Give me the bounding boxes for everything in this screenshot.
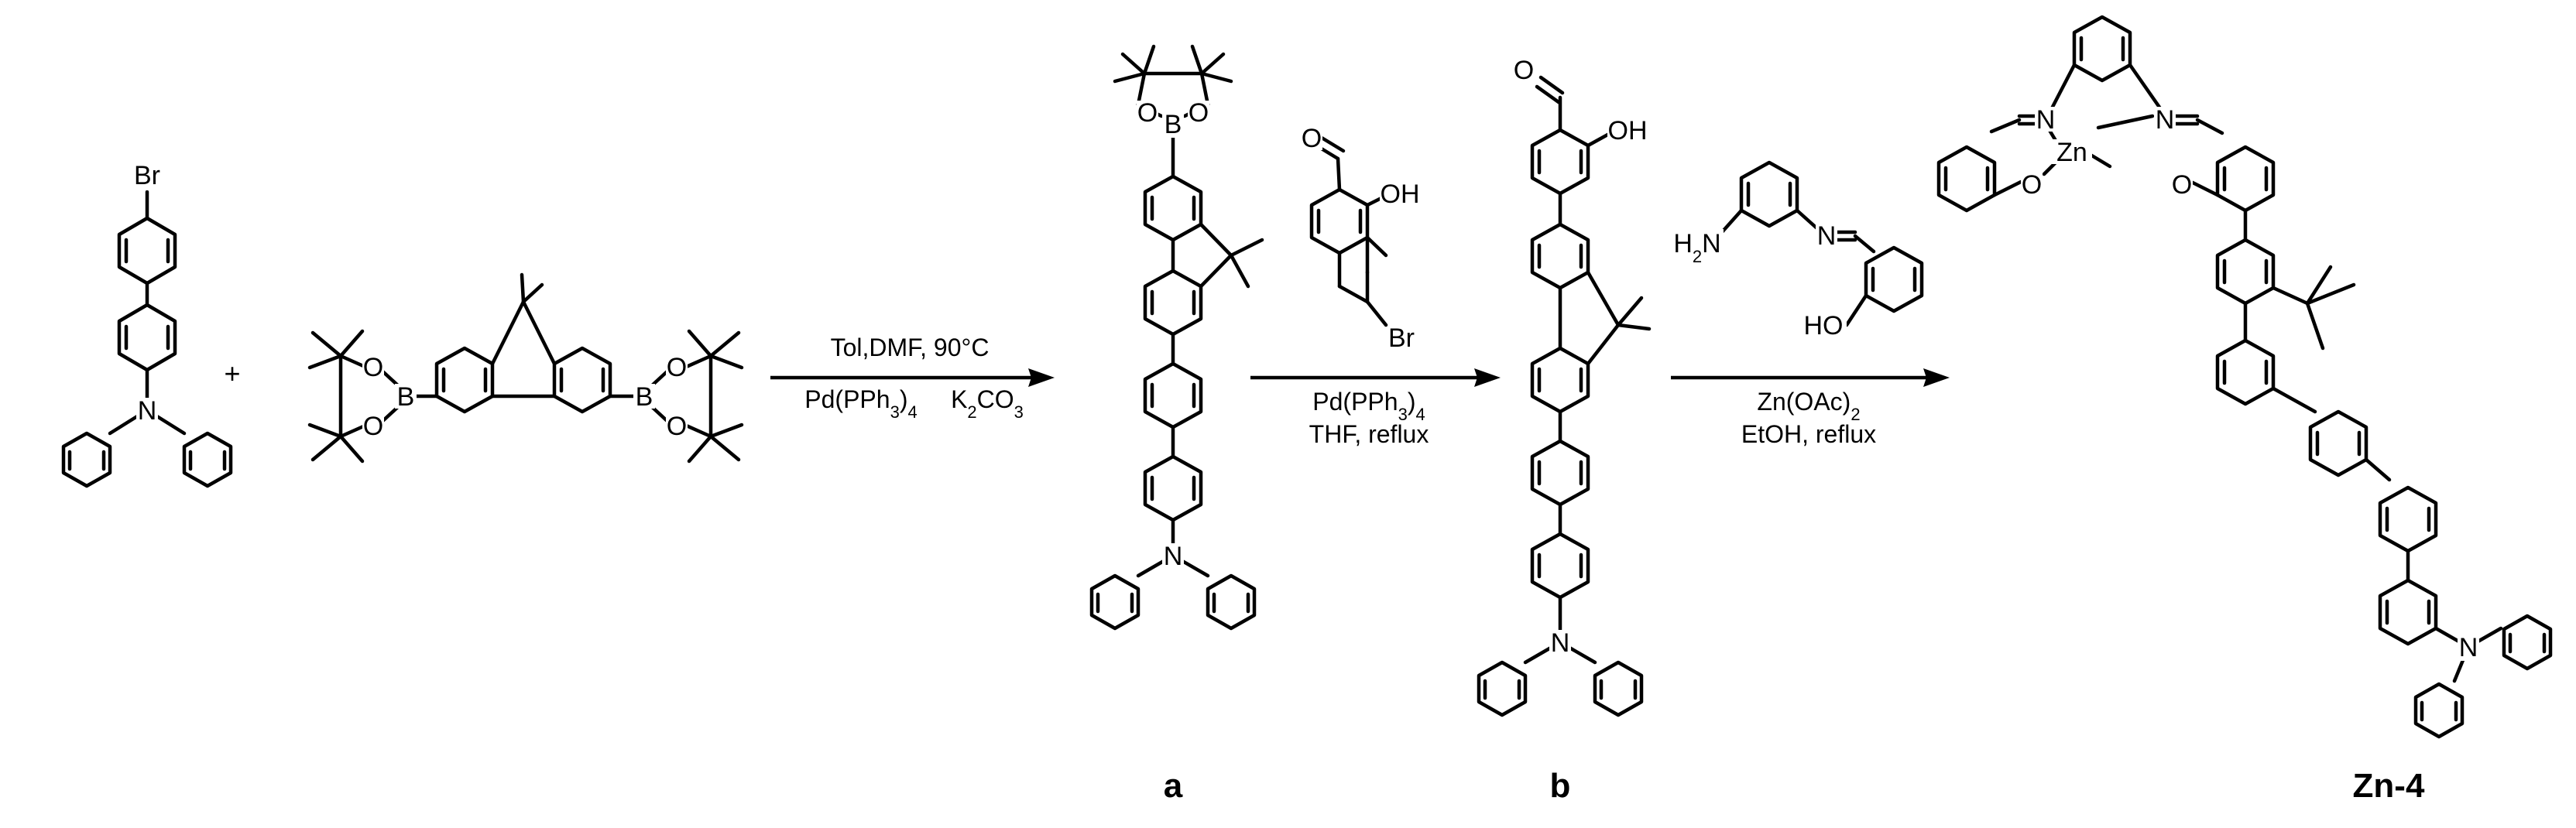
atom-b: B: [1165, 110, 1182, 139]
reactant-fluorene-diboronate: B O O B O O: [307, 272, 744, 464]
compound-a: B O O N: [1089, 44, 1264, 631]
atom-oh: OH: [1608, 116, 1648, 145]
atom-o: O: [2172, 170, 2192, 200]
atom-o: O: [1137, 98, 1158, 128]
reaction-arrow-3: Zn(OAc)2 EtOH, reflux: [1671, 368, 1950, 448]
condition-solvent: EtOH, reflux: [1741, 420, 1876, 448]
atom-n: N: [1817, 221, 1837, 251]
atom-zn: Zn: [2056, 138, 2087, 167]
compound-zn4: N N Zn O O N: [1936, 15, 2553, 739]
condition-catalyst: Pd(PPh3)4: [804, 385, 917, 422]
atom-o: O: [1189, 98, 1209, 128]
compound-label-zn4: Zn-4: [2353, 767, 2425, 805]
compound-b: O OH N: [1477, 56, 1652, 717]
atom-n: N: [2036, 105, 2056, 135]
condition-zinc-salt: Zn(OAc)2: [1757, 388, 1860, 424]
condition-solvent-temperature: Tol,DMF, 90°C: [831, 334, 990, 361]
atom-n: N: [2459, 633, 2478, 662]
atom-ho: HO: [1804, 311, 1844, 340]
atom-n: N: [2156, 105, 2175, 135]
atom-h2n: H2N: [1673, 229, 1720, 266]
atom-o: O: [363, 353, 383, 382]
atom-o: O: [1514, 56, 1534, 85]
atom-n: N: [138, 396, 157, 426]
reaction-arrow-1: Tol,DMF, 90°C Pd(PPh3)4 K2CO3: [770, 334, 1055, 422]
compound-label-a: a: [1164, 767, 1183, 805]
atom-n: N: [1164, 542, 1183, 571]
atom-n: N: [1551, 628, 1570, 658]
atom-b: B: [636, 382, 653, 412]
atom-br: Br: [1388, 323, 1415, 353]
atom-oh: OH: [1381, 180, 1420, 209]
atom-o: O: [667, 412, 687, 441]
reagent-half-salen: H2N N HO: [1673, 160, 1924, 340]
atom-b: B: [397, 382, 415, 412]
condition-catalyst: Pd(PPh3)4: [1312, 388, 1425, 424]
atom-o: O: [1302, 124, 1322, 153]
atom-o: O: [363, 412, 383, 441]
atom-br: Br: [134, 161, 160, 190]
compound-label-b: b: [1550, 767, 1571, 805]
condition-base: K2CO3: [951, 385, 1024, 422]
atom-o: O: [2022, 170, 2042, 200]
condition-solvent: THF, reflux: [1309, 420, 1429, 448]
reactant-bromo-triphenylamine: Br N: [61, 159, 233, 488]
reagent-bromosalicylaldehyde: O OH Br: [1301, 124, 1422, 353]
atom-o: O: [667, 353, 687, 382]
plus-sign: +: [224, 358, 240, 389]
reaction-arrow-2: Pd(PPh3)4 THF, reflux: [1250, 368, 1501, 448]
